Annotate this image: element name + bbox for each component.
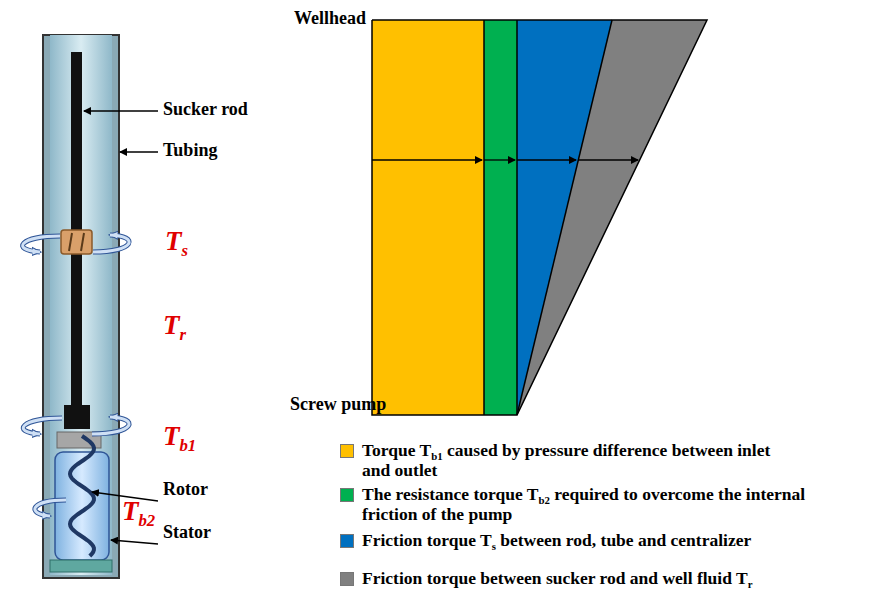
legend-text: The resistance torque Tb2 required to ov… <box>362 484 822 524</box>
torque-symbol: Tr <box>163 310 186 341</box>
legend-text: Friction torque Ts between rod, tube and… <box>362 530 864 550</box>
place-label: Screw pump <box>290 394 386 415</box>
legend-text: Friction torque between sucker rod and w… <box>362 568 864 588</box>
torque-symbol: Tb1 <box>163 421 196 452</box>
torque-symbol: Tb2 <box>122 496 155 527</box>
legend-text: Torque Tb1 caused by pressure difference… <box>362 440 802 480</box>
part-label: Tubing <box>163 140 217 161</box>
legend-swatch <box>340 488 354 502</box>
part-label: Rotor <box>163 479 208 500</box>
legend-swatch <box>340 534 354 548</box>
legend-swatch <box>340 444 354 458</box>
place-label: Wellhead <box>294 8 366 29</box>
torque-symbol: Ts <box>165 226 188 257</box>
part-label: Stator <box>163 522 211 543</box>
legend-swatch <box>340 572 354 586</box>
part-label: Sucker rod <box>163 99 248 120</box>
